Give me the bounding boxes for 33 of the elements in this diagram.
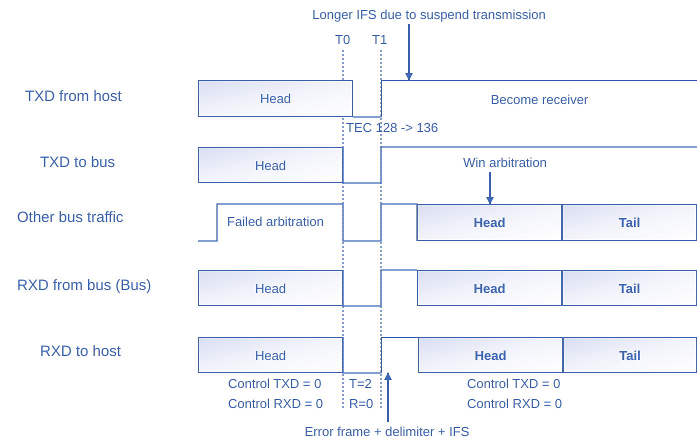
control-note: Control RXD = 0 [228, 397, 324, 410]
frame-segment-box: Head [198, 147, 343, 183]
time-marker-label: T0 [335, 33, 350, 46]
arrow [486, 172, 494, 205]
control-note: Control TXD = 0 [467, 377, 560, 390]
signal-name: Other bus traffic [17, 210, 124, 225]
frame-segment-box: Head [198, 337, 343, 373]
frame-segment-box: Head [198, 80, 353, 117]
signal-name: TXD to bus [40, 155, 116, 170]
signal-name: RXD to host [40, 344, 121, 359]
annotation-text: Error frame + delimiter + IFS [292, 422, 482, 440]
control-note: R=0 [349, 397, 374, 410]
signal-high-level: Become receiver [381, 80, 697, 117]
frame-segment-box: Head [418, 337, 563, 373]
frame-segment-box: Tail [562, 204, 697, 241]
time-marker-label: T1 [372, 33, 388, 46]
signal-high-level [381, 337, 418, 373]
arrow [384, 372, 392, 422]
frame-segment-box: Head [198, 270, 343, 306]
frame-segment-box: Head [417, 270, 562, 306]
signal-name: TXD from host [25, 89, 122, 104]
control-note: T=2 [349, 377, 372, 390]
counter-note: TEC 128 -> 136 [346, 121, 438, 134]
waveform-note: Failed arbitration [227, 215, 324, 228]
frame-segment-box: Tail [562, 270, 697, 306]
control-note: Control TXD = 0 [228, 377, 322, 390]
annotation-text: Longer IFS due to suspend transmission [300, 4, 558, 24]
signal-name: RXD from bus (Bus) [17, 278, 152, 293]
annotation-text: Win arbitration [440, 152, 570, 172]
frame-segment-box: Tail [563, 337, 697, 373]
control-note: Control RXD = 0 [467, 397, 562, 410]
arrow [405, 24, 413, 81]
frame-segment-box: Head [417, 204, 562, 241]
